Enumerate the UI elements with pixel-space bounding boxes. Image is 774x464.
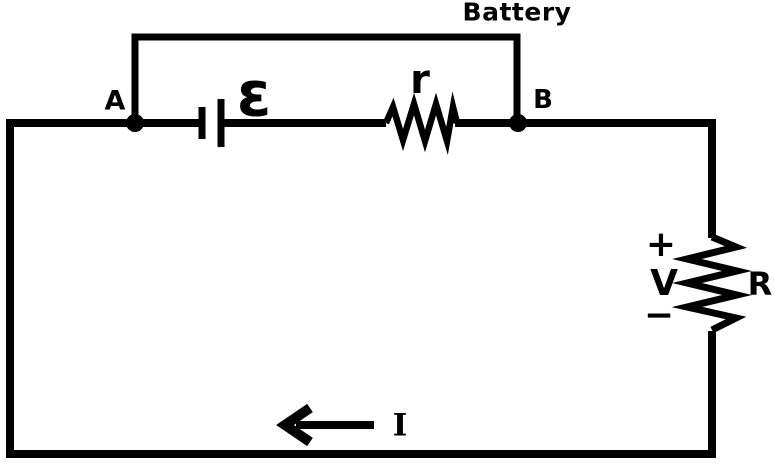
node-b-dot — [509, 114, 527, 132]
voltage-minus-sign: − — [643, 295, 675, 336]
internal-resistor-zigzag-icon — [383, 91, 461, 156]
voltage-plus-sign: + — [645, 224, 677, 265]
battery-label: Battery — [462, 0, 572, 27]
internal-resistance-label: r — [410, 57, 430, 103]
load-resistor-zigzag-icon — [671, 233, 752, 334]
current-label: I — [392, 407, 408, 444]
resistance-label: R — [747, 265, 773, 303]
circuit-wire-loop — [6, 119, 716, 458]
emf-label: ε — [236, 57, 272, 131]
terminal-voltage-label: V — [650, 263, 678, 304]
node-a-label: A — [104, 85, 126, 117]
battery-bracket — [131, 33, 521, 120]
node-a-dot — [126, 114, 144, 132]
node-b-label: B — [533, 85, 553, 115]
current-arrow-head-icon — [276, 403, 313, 447]
